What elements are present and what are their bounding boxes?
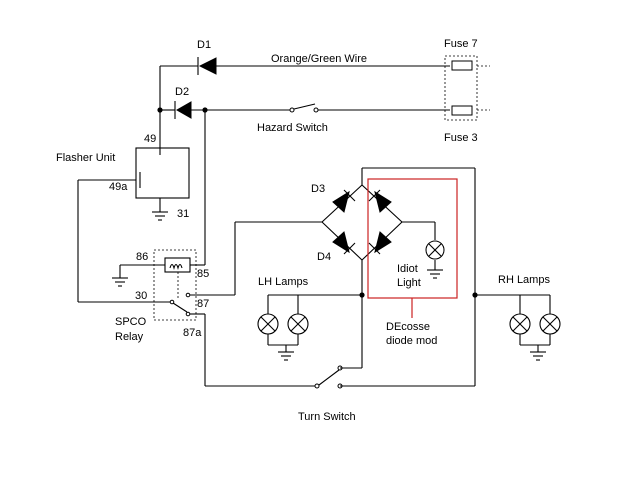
- wires: [77, 65, 551, 387]
- light-label: Light: [397, 277, 421, 289]
- ground-idiot-icon: [427, 269, 443, 279]
- flasher-unit: [135, 147, 190, 199]
- ground-rh-icon: [530, 351, 546, 361]
- turn-switch-label: Turn Switch: [298, 411, 356, 423]
- labels: D1 D2 Orange/Green Wire Fuse 7 Fuse 3 Ha…: [56, 38, 550, 423]
- fuse7-label: Fuse 7: [444, 38, 478, 50]
- ground-relay-icon: [112, 277, 128, 287]
- fuse3-icon: [451, 105, 473, 116]
- relay-label: Relay: [115, 331, 144, 343]
- diode-d4: [332, 231, 356, 255]
- decosse-label: DEcosse: [386, 321, 430, 333]
- d3-label: D3: [311, 183, 325, 195]
- relay-outline: [153, 249, 197, 321]
- pin-30-label: 30: [135, 290, 147, 302]
- spco-label: SPCO: [115, 316, 147, 328]
- pin-86-label: 86: [136, 251, 148, 263]
- pin-49a-label: 49a: [109, 181, 128, 193]
- diode-mod-label: diode mod: [386, 335, 437, 347]
- d4-label: D4: [317, 251, 331, 263]
- hazard-switch-icon: [289, 103, 319, 113]
- decosse-mod: [367, 178, 458, 318]
- pin-87a-label: 87a: [183, 327, 202, 339]
- diode-d1: [197, 57, 217, 75]
- flasher-unit-label: Flasher Unit: [56, 152, 115, 164]
- idiot-light-icon: [425, 240, 445, 260]
- fuse3-label: Fuse 3: [444, 132, 478, 144]
- diode-d3: [332, 189, 356, 213]
- fuse-box: [444, 55, 490, 121]
- ground-flasher-icon: [152, 211, 168, 221]
- idiot-label: Idiot: [397, 263, 418, 275]
- fuse-box-outline: [444, 55, 478, 121]
- orange-green-wire-label: Orange/Green Wire: [271, 53, 367, 65]
- rh-lamps-label: RH Lamps: [498, 274, 550, 286]
- pin-31-label: 31: [177, 208, 189, 220]
- rh-lamp-1-icon: [509, 313, 531, 335]
- junction-lh: [359, 292, 365, 298]
- diode-d2: [174, 101, 192, 119]
- lh-lamp-1-icon: [257, 313, 279, 335]
- junction-d2-relay: [202, 107, 208, 113]
- relay-coil-icon: [164, 257, 191, 273]
- ground-lh-icon: [278, 351, 294, 361]
- diode-d6: [368, 231, 392, 255]
- junction-bus-d2: [157, 107, 163, 113]
- lh-lamps-label: LH Lamps: [258, 276, 309, 288]
- hazard-switch-label: Hazard Switch: [257, 122, 328, 134]
- lamp-icons: [257, 240, 561, 335]
- junctions: [157, 107, 478, 298]
- relay-contact-arm: [172, 302, 188, 313]
- diode-d5: [368, 189, 392, 213]
- d2-label: D2: [175, 86, 189, 98]
- fuse7-icon: [451, 60, 473, 71]
- pin-49-label: 49: [144, 133, 156, 145]
- relay-coil-winding: [169, 263, 183, 271]
- d1-label: D1: [197, 39, 211, 51]
- junction-rh: [472, 292, 478, 298]
- flasher-body: [135, 147, 190, 199]
- turn-switch-icon: [314, 365, 343, 389]
- pin-85-label: 85: [197, 268, 209, 280]
- pin-87-label: 87: [197, 298, 209, 310]
- spco-relay: [153, 249, 206, 321]
- lh-lamp-2-icon: [287, 313, 309, 335]
- bridge-rectifier: [321, 184, 403, 261]
- rh-lamp-2-icon: [539, 313, 561, 335]
